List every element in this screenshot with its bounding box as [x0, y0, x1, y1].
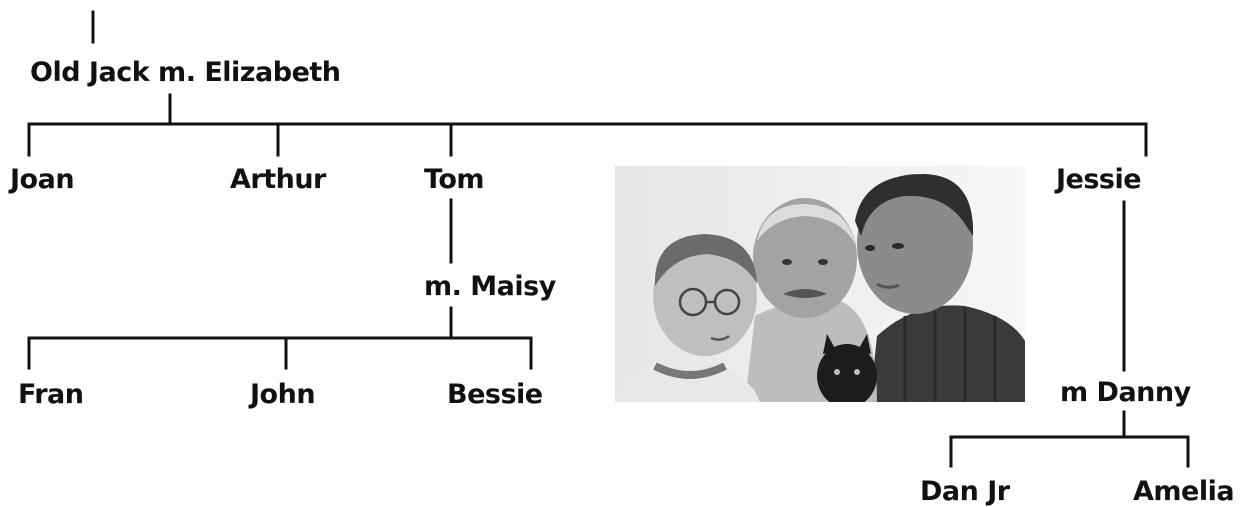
man-shirt — [870, 305, 1025, 402]
child-jessie-label: Jessie — [1056, 164, 1142, 195]
tom-spouse-label: m. Maisy — [424, 271, 556, 302]
grandchild-john-label: John — [250, 379, 316, 410]
cat — [817, 344, 877, 402]
grandfather-moustache — [783, 289, 827, 298]
man-hair — [855, 174, 974, 236]
jessie-spouse-label: m Danny — [1060, 377, 1191, 408]
grandchild-bessie-label: Bessie — [447, 379, 543, 410]
family-photo — [615, 166, 1025, 402]
man-head — [857, 174, 973, 314]
grandchild-amelia-label: Amelia — [1133, 476, 1235, 507]
child-tom-label: Tom — [424, 164, 485, 195]
grandfather-hair — [757, 204, 855, 244]
grandchild-fran-label: Fran — [18, 379, 84, 410]
grandfather-head — [753, 198, 857, 318]
boy-shirt — [615, 361, 760, 402]
grandchild-dan-jr-label: Dan Jr — [920, 476, 1010, 507]
child-arthur-label: Arthur — [230, 164, 326, 195]
family-photo-illustration — [615, 166, 1025, 402]
root-couple-label: Old Jack m. Elizabeth — [30, 57, 341, 88]
boy-hair — [654, 234, 757, 286]
child-joan-label: Joan — [10, 164, 75, 195]
